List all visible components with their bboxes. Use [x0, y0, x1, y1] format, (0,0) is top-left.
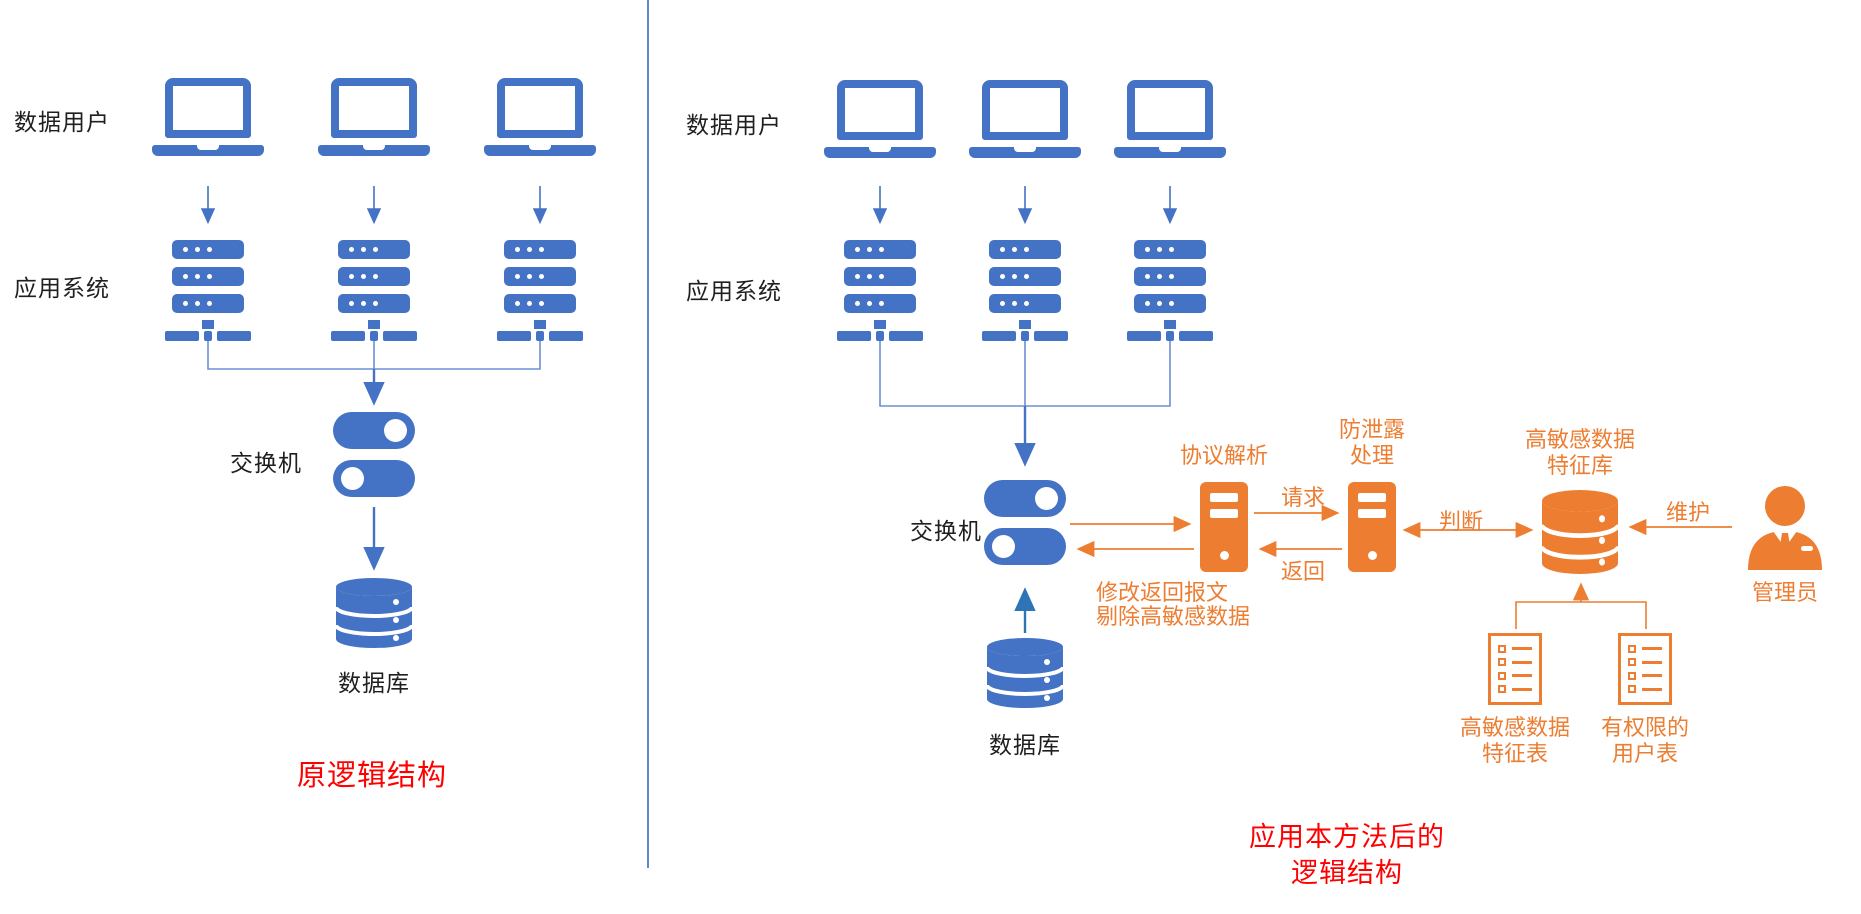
- server-icon: [1127, 240, 1213, 341]
- right-apps-label: 应用系统: [686, 279, 782, 305]
- feature-db-label: 高敏感数据 特征库: [1480, 428, 1680, 480]
- maintain-label: 维护: [1665, 501, 1710, 526]
- laptop-icon: [484, 78, 596, 156]
- tower-icon: [1348, 482, 1396, 572]
- protocol-parse-label: 协议解析: [1179, 444, 1268, 469]
- server-icon: [497, 240, 583, 341]
- left-apps-label: 应用系统: [14, 276, 110, 302]
- right-switch-label: 交换机: [910, 519, 982, 545]
- laptop-icon: [1114, 80, 1226, 158]
- left-switch-label: 交换机: [230, 451, 302, 477]
- server-icon: [982, 240, 1068, 341]
- user-table-line2: 用户表: [1611, 742, 1678, 767]
- feature-db-line2: 特征库: [1546, 454, 1613, 479]
- right-caption-line2: 逻辑结构: [1291, 858, 1403, 889]
- right-users-label: 数据用户: [686, 113, 782, 139]
- admin-label: 管理员: [1751, 581, 1818, 606]
- user-table-label: 有权限的 用户表: [1545, 716, 1745, 768]
- section-divider: [647, 0, 649, 868]
- right-caption: 应用本方法后的 逻辑结构: [1187, 820, 1507, 892]
- modify-note: 修改返回报文 剔除高敏感数据: [1096, 582, 1276, 630]
- left-db-label: 数据库: [338, 671, 410, 697]
- right-db-label: 数据库: [989, 733, 1061, 759]
- laptop-icon: [318, 78, 430, 156]
- right-caption-line1: 应用本方法后的: [1249, 822, 1445, 853]
- switch-icon: [984, 480, 1066, 576]
- modify-note-line2: 剔除高敏感数据: [1096, 605, 1251, 630]
- database-icon: [334, 578, 414, 652]
- laptop-icon: [969, 80, 1081, 158]
- judge-label: 判断: [1438, 510, 1483, 535]
- admin-icon: [1745, 486, 1825, 574]
- laptop-icon: [152, 78, 264, 156]
- left-users-label: 数据用户: [14, 110, 110, 136]
- tower-icon: [1200, 482, 1248, 572]
- server-icon: [165, 240, 251, 341]
- feature-table-label: 高敏感数据 特征表: [1415, 716, 1615, 768]
- feature-database-icon: [1540, 490, 1620, 578]
- switch-icon: [333, 412, 415, 508]
- feature-table-line2: 特征表: [1481, 742, 1548, 767]
- leak-prevention-line1: 防泄露: [1338, 418, 1405, 443]
- return-label: 返回: [1280, 560, 1325, 585]
- server-icon: [837, 240, 923, 341]
- request-label: 请求: [1280, 486, 1325, 511]
- user-table-line1: 有权限的: [1600, 716, 1689, 741]
- table-icon: [1488, 633, 1542, 705]
- leak-prevention-line2: 处理: [1349, 444, 1394, 469]
- left-caption: 原逻辑结构: [296, 758, 447, 792]
- table-icon: [1618, 633, 1672, 705]
- feature-db-line1: 高敏感数据: [1524, 428, 1635, 453]
- leak-prevention-label: 防泄露 处理: [1272, 418, 1472, 470]
- database-icon: [985, 638, 1065, 712]
- laptop-icon: [824, 80, 936, 158]
- server-icon: [331, 240, 417, 341]
- modify-note-line1: 修改返回报文: [1096, 581, 1229, 606]
- feature-table-line1: 高敏感数据: [1459, 716, 1570, 741]
